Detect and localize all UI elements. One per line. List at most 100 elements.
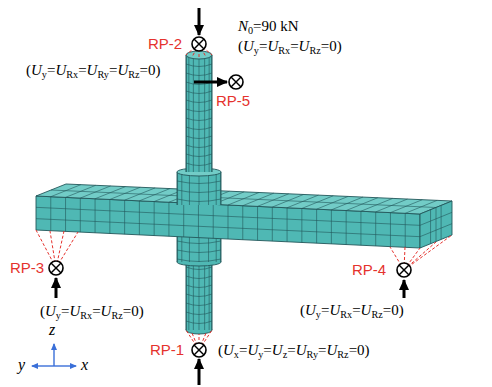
mesh-line — [272, 207, 273, 241]
load-arrow — [194, 81, 227, 84]
mesh-line — [204, 55, 205, 172]
axis-arrow — [54, 365, 76, 366]
rp-circle — [192, 343, 206, 357]
upper-column — [186, 51, 212, 172]
mesh-line — [51, 190, 436, 208]
text-run: =0) — [140, 62, 161, 78]
rp-cross — [231, 77, 241, 87]
text-run: = — [318, 342, 326, 358]
axis-label: y — [18, 357, 25, 373]
mesh-line — [177, 241, 221, 244]
mesh-line — [186, 136, 212, 139]
subscript: y — [316, 309, 321, 320]
load-label: N0=90 kN — [238, 18, 299, 34]
symbol-letter: U — [223, 342, 234, 358]
mesh-line — [177, 199, 221, 202]
rp-circle — [192, 37, 206, 51]
mesh-line — [186, 321, 212, 324]
rp-cross — [399, 265, 409, 275]
symbol-letter: U — [247, 342, 258, 358]
text-run: = — [239, 342, 247, 358]
rp-cross — [399, 265, 409, 275]
mesh-line — [186, 73, 212, 76]
subscript: y — [258, 349, 263, 360]
subscript: Rz — [337, 349, 348, 360]
mesh-line — [375, 212, 376, 246]
text-run: ( — [40, 303, 45, 319]
reference-point-symbol — [397, 263, 411, 277]
text-run: z — [49, 321, 55, 338]
boundary-condition: (Ux=Uy=Uz=URy=URz=0) — [218, 342, 370, 358]
rp-cross — [51, 263, 61, 273]
axis-arrow — [53, 344, 54, 366]
load-arrow — [55, 278, 58, 298]
mesh-line — [177, 181, 221, 184]
symbol-letter: U — [296, 342, 307, 358]
mesh-line — [177, 259, 221, 262]
subscript: Rz — [371, 309, 382, 320]
rp-cross — [194, 345, 204, 355]
mesh-line — [139, 201, 140, 235]
text-run: = — [92, 303, 100, 319]
boundary-condition: (Uy=URx=URz=0) — [300, 302, 404, 318]
mesh-line — [209, 55, 210, 172]
boundary-condition: (Uy=URx=URy=URz=0) — [26, 62, 161, 78]
symbol-letter: U — [243, 38, 254, 54]
text-run: ( — [300, 302, 305, 318]
text-run: RP-3 — [10, 259, 44, 276]
text-run: =0) — [123, 303, 144, 319]
mesh-line — [287, 208, 288, 242]
mesh-line — [405, 213, 406, 247]
text-run: =0) — [349, 342, 370, 358]
symbol-letter: U — [305, 302, 316, 318]
mesh-line — [220, 172, 221, 205]
text-run: = — [287, 342, 295, 358]
subscript: Ry — [97, 69, 108, 80]
cylinder-body — [186, 258, 212, 330]
mesh-line — [186, 267, 212, 270]
mesh-line — [346, 211, 347, 245]
mesh-line — [209, 258, 210, 330]
text-run: = — [109, 62, 117, 78]
cross-beam — [36, 184, 452, 248]
cylinder-edge — [221, 172, 222, 205]
cylinder-body — [186, 55, 212, 172]
mesh-line — [430, 210, 431, 244]
subscript: y — [254, 45, 259, 56]
mesh-line — [441, 205, 442, 239]
mesh-line — [242, 206, 243, 240]
subscript: x — [234, 349, 239, 360]
mesh-line — [177, 190, 221, 193]
subscript: z — [283, 349, 288, 360]
text-run: = — [290, 38, 298, 54]
symbol-letter: U — [361, 302, 372, 318]
mesh-line — [199, 172, 200, 205]
subscript: Rx — [66, 69, 78, 80]
cylinder-body — [177, 172, 221, 205]
mesh-line — [186, 127, 212, 130]
subscript: 0 — [248, 25, 253, 36]
mesh-line — [36, 207, 420, 225]
rp-cross — [51, 263, 61, 273]
cylinder-edge — [177, 172, 178, 205]
reference-point-name: RP-4 — [352, 262, 386, 278]
text-run: y — [18, 356, 25, 373]
mesh-line — [177, 250, 221, 253]
reference-point-symbol — [229, 75, 243, 89]
reference-point-symbol — [49, 261, 63, 275]
text-run: = — [321, 302, 329, 318]
text-run: = — [47, 62, 55, 78]
text-run: RP-5 — [216, 92, 250, 109]
mesh-line — [193, 55, 194, 172]
mesh-line — [257, 206, 258, 240]
mesh-line — [168, 202, 169, 236]
mesh-line — [186, 154, 212, 157]
mesh-line — [188, 258, 189, 330]
mesh-line — [189, 172, 190, 205]
load-arrow — [198, 359, 201, 385]
mesh-line — [186, 276, 212, 279]
mesh-line — [198, 204, 199, 238]
subscript: Rz — [309, 45, 320, 56]
symbol-letter: U — [31, 62, 42, 78]
